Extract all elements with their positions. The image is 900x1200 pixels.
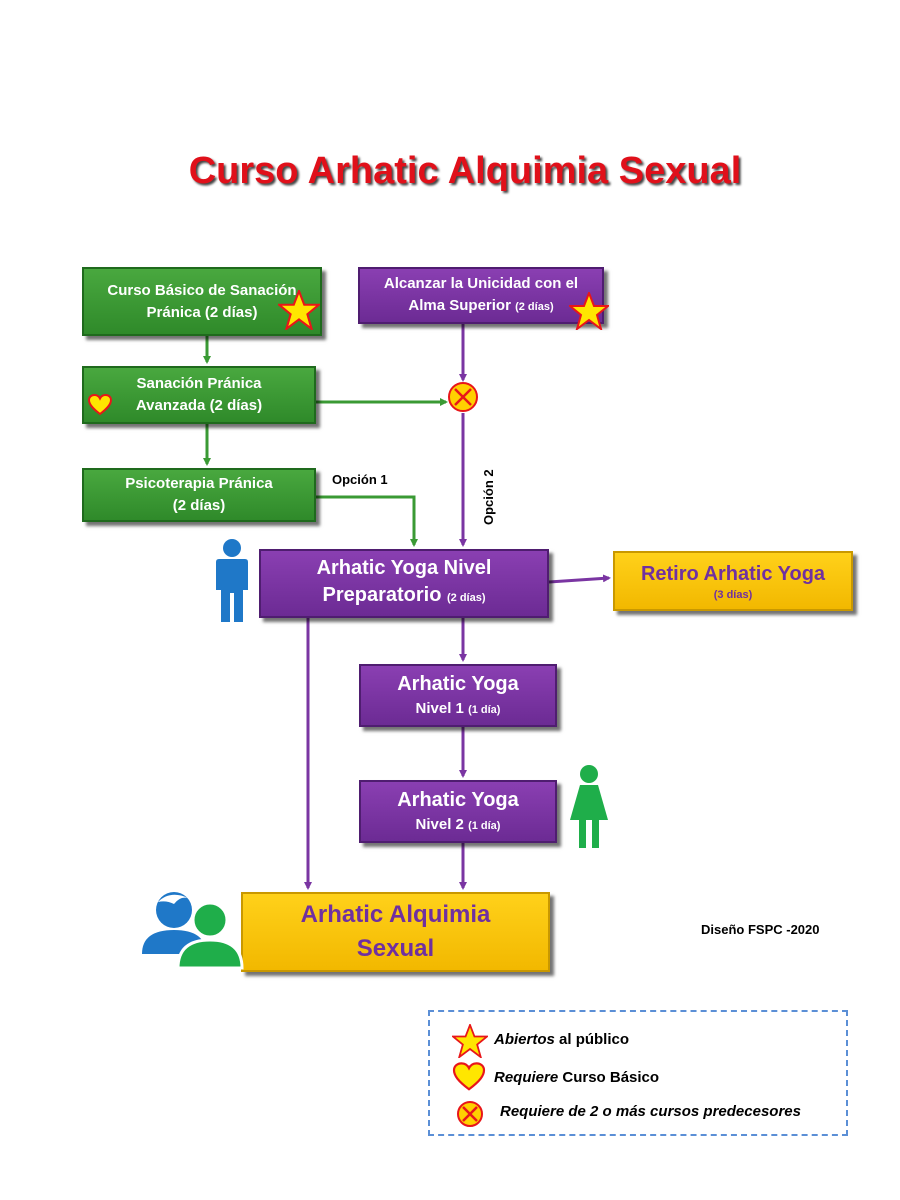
heart-icon xyxy=(88,394,112,416)
label-opcion2: Opción 2 xyxy=(481,469,496,525)
legend-star-text: Abiertos al público xyxy=(494,1031,629,1048)
star-icon xyxy=(278,290,320,330)
box-psicoterapia: Psicoterapia Pránica (2 días) xyxy=(82,468,316,522)
nivel1-duration: (1 día) xyxy=(468,704,501,716)
man-icon xyxy=(216,539,248,622)
cross-circle-icon xyxy=(457,1101,483,1127)
alquimia-line2: Sexual xyxy=(356,935,435,962)
retiro-line1: Retiro Arhatic Yoga xyxy=(640,562,826,585)
unicidad-duration: (2 días) xyxy=(515,301,554,313)
legend-star-rest: al público xyxy=(554,1031,630,1048)
box-sanacion-avanzada: Sanación Pránica Avanzada (2 días) xyxy=(82,366,316,424)
psicoterapia-line1: Psicoterapia Pránica xyxy=(125,475,273,492)
couple-icon xyxy=(142,892,244,970)
preparatorio-duration: (2 días) xyxy=(446,592,486,604)
nivel2-line2: Nivel 2 xyxy=(415,816,464,833)
convergence-cross-icon xyxy=(448,382,478,412)
woman-icon xyxy=(570,765,608,848)
page-title: Curso Arhatic Alquimia Sexual xyxy=(188,150,742,192)
box-alquimia: Arhatic Alquimia Sexual xyxy=(241,892,550,972)
retiro-duration: (3 días) xyxy=(713,588,753,601)
unicidad-line1: Alcanzar la Unicidad con el xyxy=(383,275,579,292)
box-unicidad: Alcanzar la Unicidad con el Alma Superio… xyxy=(358,267,604,324)
box-preparatorio: Arhatic Yoga Nivel Preparatorio (2 días) xyxy=(259,549,549,618)
sanacion-avanzada-line1: Sanación Pránica xyxy=(136,375,262,392)
design-credit: Diseño FSPC -2020 xyxy=(701,922,820,937)
psicoterapia-duration: (2 días) xyxy=(172,497,226,514)
box-nivel1: Arhatic Yoga Nivel 1 (1 día) xyxy=(359,664,557,727)
arrow-preparatorio-to-retiro xyxy=(548,574,611,584)
legend: Abiertos al público Requiere Curso Básic… xyxy=(428,1010,848,1136)
curso-basico-line2: Pránica xyxy=(146,303,201,321)
legend-heart-italic: Requiere xyxy=(494,1069,559,1086)
star-icon xyxy=(452,1024,488,1058)
arrow-psico-to-preparatorio xyxy=(316,495,418,547)
preparatorio-line2: Preparatorio xyxy=(322,584,442,606)
box-curso-basico: Curso Básico de Sanación Pránica (2 días… xyxy=(82,267,322,336)
box-nivel2: Arhatic Yoga Nivel 2 (1 día) xyxy=(359,780,557,843)
heart-icon xyxy=(452,1062,486,1091)
legend-heart-rest: Curso Básico xyxy=(558,1069,660,1086)
nivel2-duration: (1 día) xyxy=(468,820,501,832)
legend-star-italic: Abiertos xyxy=(494,1031,555,1048)
nivel1-line1: Arhatic Yoga xyxy=(397,673,519,695)
curso-basico-line1: Curso Básico de Sanación xyxy=(107,281,297,299)
legend-cross-italic: Requiere de 2 o más cursos predecesores xyxy=(500,1103,801,1120)
nivel1-line2: Nivel 1 xyxy=(415,700,464,717)
star-icon xyxy=(569,292,609,330)
label-opcion1: Opción 1 xyxy=(332,472,388,487)
sanacion-avanzada-line2: Avanzada xyxy=(135,397,206,414)
unicidad-line2: Alma Superior xyxy=(408,297,511,314)
nivel2-line1: Arhatic Yoga xyxy=(397,789,519,811)
legend-cross-text: Requiere de 2 o más cursos predecesores xyxy=(500,1103,801,1120)
preparatorio-line1: Arhatic Yoga Nivel xyxy=(316,557,492,579)
box-retiro: Retiro Arhatic Yoga (3 días) xyxy=(613,551,853,611)
alquimia-line1: Arhatic Alquimia xyxy=(300,901,491,928)
sanacion-avanzada-duration: (2 días) xyxy=(209,397,263,414)
legend-heart-text: Requiere Curso Básico xyxy=(494,1069,659,1086)
curso-basico-duration: (2 días) xyxy=(204,303,258,321)
